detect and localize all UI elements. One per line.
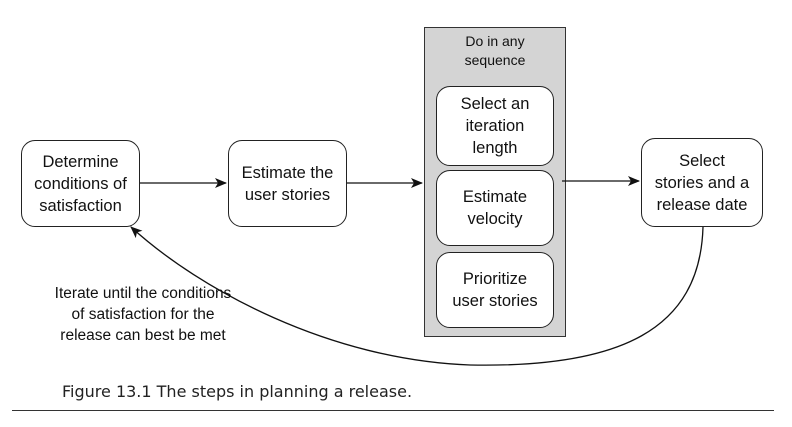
step-estimate-user-stories: Estimate the user stories (228, 140, 347, 227)
arrow-iterate-loop (130, 226, 704, 366)
figure-caption: Figure 13.1 The steps in planning a rele… (62, 382, 413, 401)
step-estimate-velocity: Estimate velocity (436, 170, 554, 246)
velocity-label: Estimate velocity (462, 188, 528, 228)
step-select-stories-release-date: Select stories and a release date (641, 138, 763, 227)
iteration-length-label: Select an iteration length (460, 95, 530, 157)
step-prioritize-user-stories: Prioritize user stories (436, 252, 554, 328)
panel-title: Do in any sequence (464, 33, 526, 68)
step-estimate-label: Estimate the user stories (241, 163, 334, 204)
caption-rule (12, 410, 774, 411)
prioritize-label: Prioritize user stories (452, 270, 538, 310)
iterate-note: Iterate until the conditions of satisfac… (54, 285, 232, 344)
step-determine-label: Determine conditions of satisfaction (34, 152, 127, 215)
step-select-label: Select stories and a release date (654, 151, 750, 214)
step-select-iteration-length: Select an iteration length (436, 86, 554, 166)
step-determine-conditions: Determine conditions of satisfaction (21, 140, 140, 227)
